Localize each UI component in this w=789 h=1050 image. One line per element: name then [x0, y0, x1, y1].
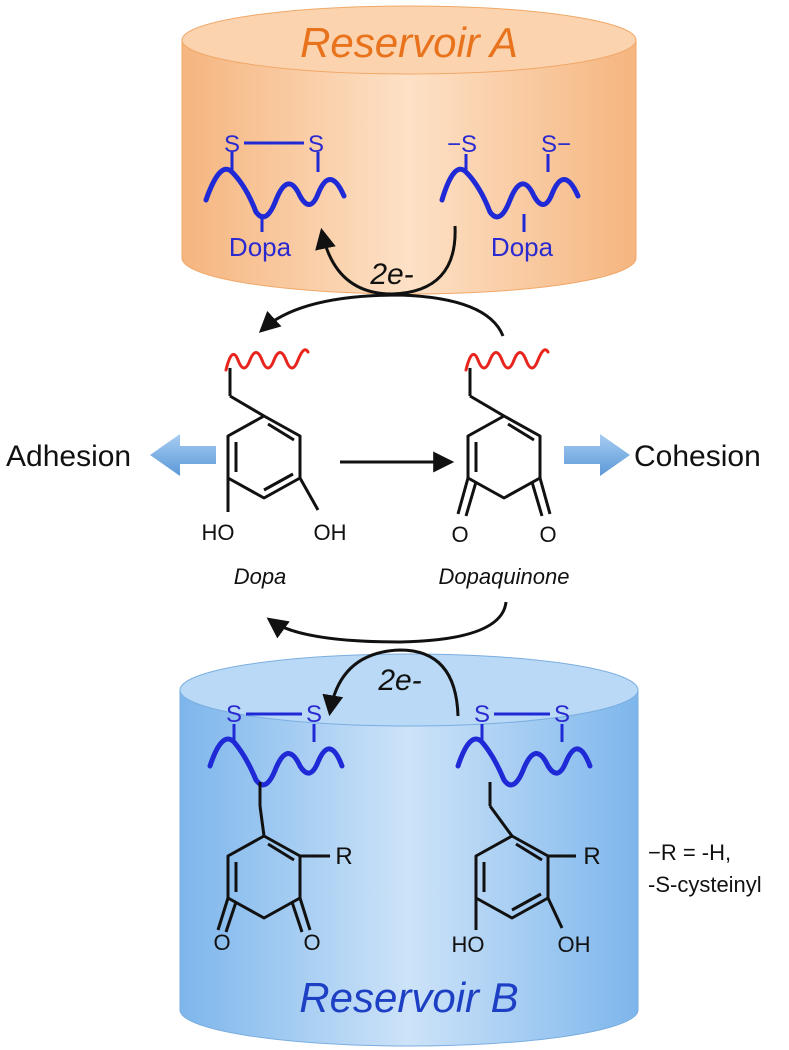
dopaquinone-caption: Dopaquinone [439, 564, 570, 589]
reservoir-a-left-sulfur-1: S [224, 131, 240, 158]
reservoir-b-left-chain [207, 712, 345, 933]
reservoir-a-right-dopa-label: Dopa [491, 232, 554, 262]
cohesion-label: Cohesion [634, 440, 761, 473]
dopa-oh-left: HO [202, 520, 235, 545]
dopa-caption: Dopa [234, 564, 287, 589]
reservoir-b-right-sulfur-1: S [474, 701, 490, 728]
reservoir-b-right-oh-right: OH [558, 932, 591, 957]
cohesion-arrow [564, 434, 630, 476]
reservoir-a-left-dopa-label: Dopa [229, 232, 292, 262]
reservoir-a-left-chain [203, 141, 347, 232]
r-definition-line2: -S-cysteinyl [648, 872, 762, 897]
dopa-oh-right: OH [314, 520, 347, 545]
dopa-molecule [224, 348, 320, 512]
lower-cycle-arrow [266, 601, 508, 644]
r-definition-line1: −R = -H, [648, 840, 731, 865]
reservoir-b-right-oh-left: HO [452, 932, 485, 957]
reservoir-b-right-sulfur-2: S [554, 701, 570, 728]
reservoir-b-left-r-group: R [335, 843, 352, 870]
quinone-o-left: O [451, 522, 468, 547]
adhesion-arrow [150, 434, 216, 476]
adhesion-label: Adhesion [6, 440, 131, 473]
reservoir-b-left-sulfur-2: S [306, 701, 322, 728]
reservoir-b-electron-arrow [322, 648, 460, 717]
reservoir-b-cylinder [179, 653, 639, 1047]
reservoir-b-left-sulfur-1: S [226, 701, 242, 728]
reservoir-a-right-thiolate-1: −S [447, 131, 477, 158]
reservoir-a-left-sulfur-2: S [308, 131, 324, 158]
quinone-o-right: O [539, 522, 556, 547]
reservoir-a-right-chain [439, 154, 581, 232]
dopaquinone-molecule [456, 348, 552, 517]
reservoir-b-left-o-1: O [213, 930, 230, 955]
reservoir-b-right-r-group: R [583, 843, 600, 870]
upper-cycle-arrow [258, 293, 505, 337]
reservoir-b-left-o-2: O [303, 930, 320, 955]
reservoir-a-electron-label: 2e- [369, 258, 413, 291]
reservoir-b-right-chain [455, 712, 593, 930]
reservoir-a-title: Reservoir A [300, 19, 518, 66]
reservoir-b-title: Reservoir B [299, 974, 518, 1021]
reservoir-a-right-thiolate-2: S− [541, 131, 571, 158]
reservoir-b-electron-label: 2e- [377, 664, 421, 697]
